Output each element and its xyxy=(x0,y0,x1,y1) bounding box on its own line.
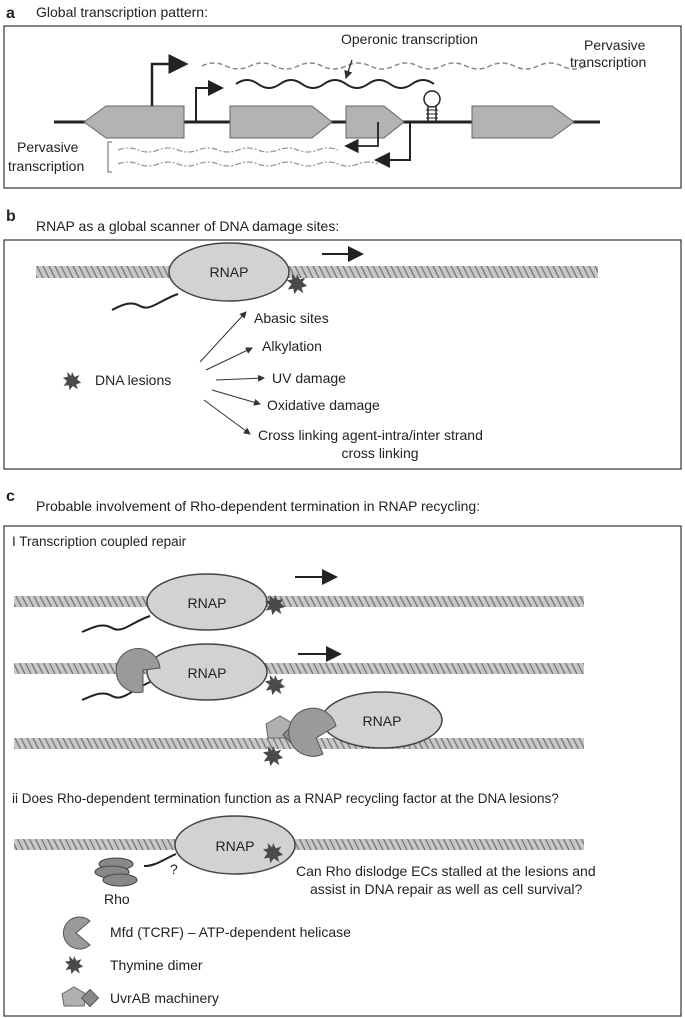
rnap-enzyme xyxy=(168,242,290,302)
legend-uvrab-label: UvrAB machinery xyxy=(110,990,219,1006)
lesion-uv: UV damage xyxy=(272,370,346,386)
arrow-alkylation xyxy=(205,347,253,371)
tcr-step-3 xyxy=(14,691,584,767)
panel-a-title: Global transcription pattern: xyxy=(36,4,208,20)
legend-mfd-icon xyxy=(62,916,91,950)
panel-a-frame xyxy=(3,25,682,189)
rho-scenario xyxy=(14,815,584,887)
thymine-dimer-icon xyxy=(264,674,286,696)
section-i-title: I Transcription coupled repair xyxy=(12,534,187,549)
legend-thymine-label: Thymine dimer xyxy=(110,957,203,973)
promoter-arrow-1 xyxy=(150,54,189,106)
dna-helix xyxy=(36,266,598,278)
section-ii-title: ii Does Rho-dependent termination functi… xyxy=(12,791,559,806)
antisense-arrow-1 xyxy=(344,122,379,154)
dna-lesions-label: DNA lesions xyxy=(95,372,171,388)
operonic-transcription-label: Operonic transcription xyxy=(341,31,478,47)
panel-b-diagram xyxy=(36,242,598,435)
pervasive-transcript-top xyxy=(201,62,587,70)
dna-lesion-icon xyxy=(62,371,82,391)
legend-mfd-label: Mfd (TCRF) – ATP-dependent helicase xyxy=(110,924,351,940)
pervasive-right-label-2: transcription xyxy=(570,54,646,70)
panel-b-title: RNAP as a global scanner of DNA damage s… xyxy=(36,218,339,234)
mfd-helicase-icon xyxy=(288,707,337,757)
lesion-crosslink-2: cross linking xyxy=(341,445,418,461)
panel-a-diagram xyxy=(54,54,600,173)
arrow-abasic xyxy=(199,311,247,363)
rnap-label-3: RNAP xyxy=(363,713,402,729)
rho-hexamer-icon xyxy=(94,857,138,887)
gene-2 xyxy=(229,105,333,139)
rnap-label-1: RNAP xyxy=(188,595,227,611)
arrow-crosslink xyxy=(203,399,251,435)
arrow-uv xyxy=(215,374,265,382)
pervasive-antisense-1 xyxy=(117,147,339,153)
operonic-transcript xyxy=(235,79,435,89)
panel-c-frame xyxy=(3,525,682,1017)
lesion-alkylation: Alkylation xyxy=(262,338,322,354)
mfd-helicase-icon xyxy=(115,648,161,694)
rho-label: Rho xyxy=(104,891,130,907)
rnap-label: RNAP xyxy=(210,264,249,280)
rnap-enzyme xyxy=(146,643,268,701)
tcr-step-2 xyxy=(14,643,584,701)
question-line-1: Can Rho dislodge ECs stalled at the lesi… xyxy=(296,863,596,879)
pervasive-left-label-1: Pervasive xyxy=(17,139,79,155)
operonic-pointer xyxy=(344,59,353,80)
gene-4 xyxy=(471,105,575,139)
question-line-2: assist in DNA repair as well as cell sur… xyxy=(310,881,583,897)
panel-b-label: b xyxy=(6,208,16,225)
panel-c-title: Probable involvement of Rho-dependent te… xyxy=(36,498,480,514)
tcr-step-1 xyxy=(14,569,584,633)
pervasive-antisense-2 xyxy=(117,161,379,167)
legend-thymine-icon xyxy=(64,955,84,975)
panel-c-label: c xyxy=(6,488,15,505)
lesion-crosslink-1: Cross linking agent-intra/inter strand xyxy=(258,427,483,443)
legend xyxy=(61,916,100,1008)
promoter-arrow-2 xyxy=(195,80,224,122)
arrow-oxidative xyxy=(211,389,261,406)
lesion-oxidative: Oxidative damage xyxy=(267,397,380,413)
terminator-hairpin-icon xyxy=(423,90,441,122)
gene-3 xyxy=(345,105,405,139)
rnap-label-4: RNAP xyxy=(216,838,255,854)
panel-b-frame xyxy=(3,239,682,470)
rnap-label-2: RNAP xyxy=(188,665,227,681)
rho-question-mark: ? xyxy=(170,861,178,877)
pervasive-right-label-1: Pervasive xyxy=(584,37,646,53)
pervasive-left-label-2: transcription xyxy=(8,158,84,174)
rnap-enzyme xyxy=(174,815,296,875)
gene-1 xyxy=(83,105,185,139)
rna-transcript xyxy=(111,293,179,311)
antisense-arrow-2 xyxy=(374,122,411,168)
lesion-abasic: Abasic sites xyxy=(254,310,329,326)
bracket xyxy=(107,141,112,173)
panel-a-label: a xyxy=(6,5,15,22)
